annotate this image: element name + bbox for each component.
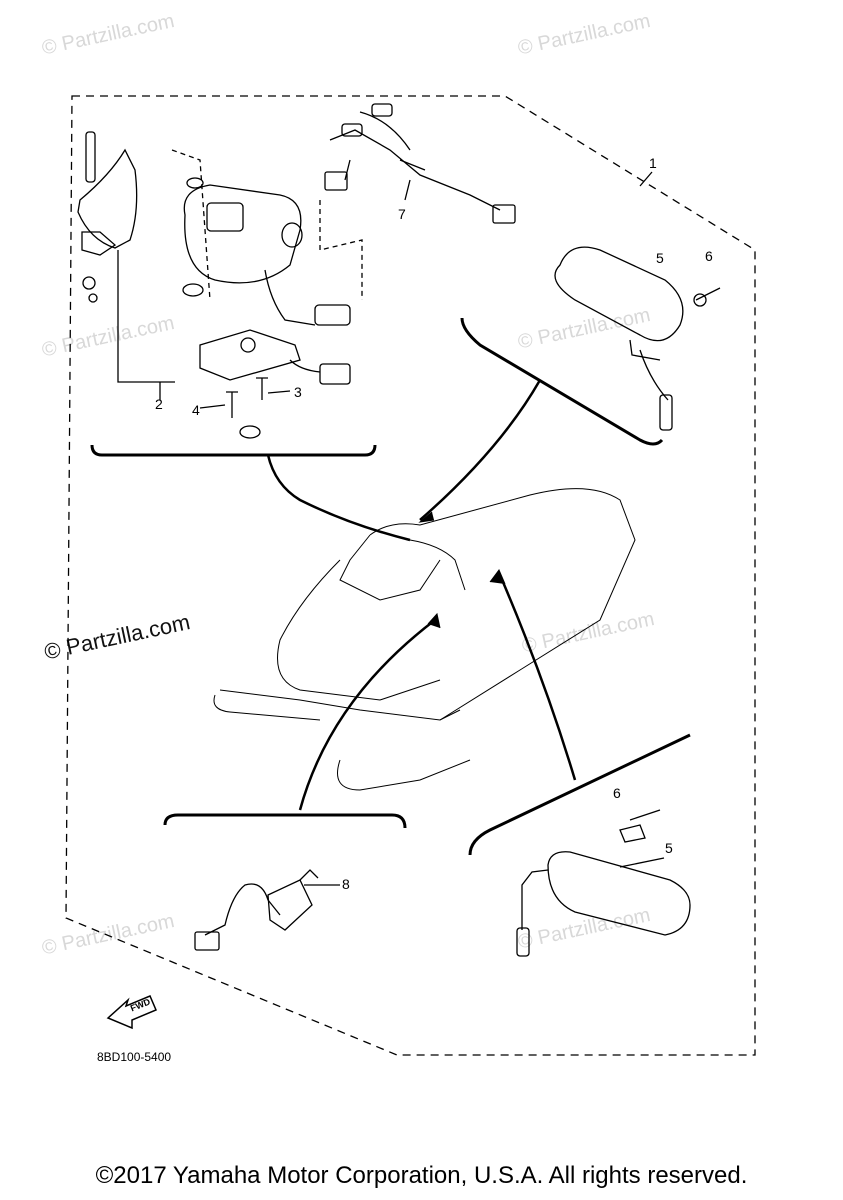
grip-group-bottom xyxy=(468,733,691,957)
callout-1: 1 xyxy=(649,155,657,171)
callout-6-bottom: 6 xyxy=(613,785,621,801)
callout-5-top: 5 xyxy=(656,250,664,266)
control-box-group xyxy=(77,131,411,542)
callout-7: 7 xyxy=(398,206,406,222)
snowmobile-outline xyxy=(213,488,636,791)
fwd-arrow xyxy=(106,995,157,1030)
grip-group-top xyxy=(418,246,721,523)
callout-4: 4 xyxy=(192,402,200,418)
callout-6-top: 6 xyxy=(705,248,713,264)
copyright-notice: ©2017 Yamaha Motor Corporation, U.S.A. A… xyxy=(95,1162,748,1189)
leader-1 xyxy=(639,171,653,187)
callout-5-bottom: 5 xyxy=(665,840,673,856)
callout-3: 3 xyxy=(294,384,302,400)
diagram-code: 8BD100-5400 xyxy=(97,1050,172,1064)
callout-8: 8 xyxy=(342,876,350,892)
wire-harness-7 xyxy=(324,103,516,224)
callout-2: 2 xyxy=(155,396,163,412)
switch-group xyxy=(163,813,407,951)
assembly-boundary xyxy=(65,95,756,1056)
